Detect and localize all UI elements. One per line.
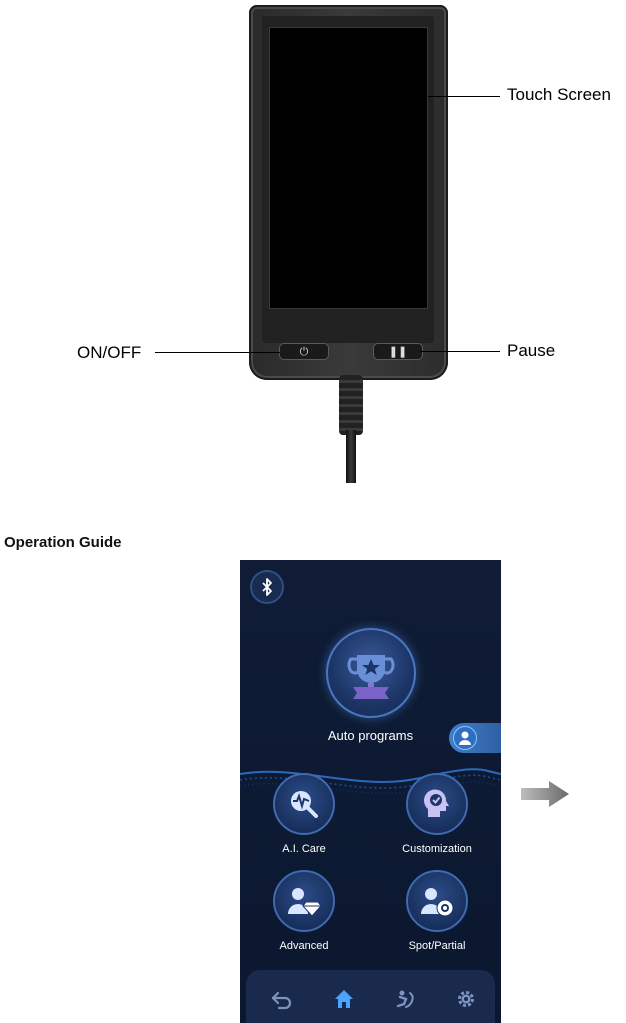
advanced-label: Advanced — [279, 940, 329, 952]
heartbeat-magnifier-icon — [291, 791, 318, 818]
menu-ai-care[interactable]: A.I. Care — [244, 773, 364, 855]
cable — [346, 430, 356, 483]
touch-screen — [269, 27, 428, 309]
menu-spot-partial[interactable]: Spot/Partial — [377, 870, 497, 952]
auto-programs-button[interactable] — [326, 628, 416, 718]
bluetooth-button[interactable] — [250, 570, 284, 604]
advanced-button[interactable] — [273, 870, 335, 932]
touch-screen-label: Touch Screen — [507, 85, 611, 104]
ai-care-button[interactable] — [273, 773, 335, 835]
customization-button[interactable] — [406, 773, 468, 835]
bottom-nav — [246, 970, 495, 1023]
touch-screen-callout-line — [428, 96, 500, 97]
cable-strain-relief — [339, 375, 363, 435]
pause-callout-line — [420, 351, 500, 352]
back-icon[interactable] — [270, 987, 294, 1011]
remote-bezel — [262, 16, 434, 343]
massage-icon[interactable] — [394, 987, 418, 1011]
on-off-callout-line — [155, 352, 280, 353]
side-panel-tab[interactable] — [449, 723, 501, 753]
spot-partial-button[interactable] — [406, 870, 468, 932]
decorative-wave — [240, 768, 501, 794]
trophy-star-icon — [347, 655, 395, 699]
menu-customization[interactable]: Customization — [377, 773, 497, 855]
pause-label: Pause — [507, 341, 556, 360]
power-icon: ⏻ — [299, 346, 309, 358]
person-target-icon — [421, 888, 454, 917]
person-diamond-icon — [288, 888, 322, 917]
spot-partial-label: Spot/Partial — [408, 940, 466, 952]
touch-screen-ui: Auto programs A.I. Care — [240, 560, 501, 1023]
customization-label: Customization — [402, 843, 472, 855]
bluetooth-icon — [262, 578, 272, 596]
settings-icon[interactable] — [454, 987, 478, 1011]
arrow-right-icon — [521, 781, 569, 807]
head-check-icon — [424, 789, 449, 817]
section-title: Operation Guide — [4, 534, 122, 551]
pause-button[interactable]: ❚❚ — [373, 343, 423, 360]
auto-programs-label: Auto programs — [327, 728, 414, 743]
ai-care-label: A.I. Care — [282, 843, 326, 855]
pause-icon: ❚❚ — [388, 346, 408, 358]
power-button[interactable]: ⏻ — [279, 343, 329, 360]
home-icon[interactable] — [332, 987, 356, 1011]
remote-controller: ⏻ ❚❚ — [249, 5, 448, 380]
user-profile-icon — [453, 726, 477, 750]
on-off-label: ON/OFF — [77, 343, 142, 362]
menu-advanced[interactable]: Advanced — [244, 870, 364, 952]
